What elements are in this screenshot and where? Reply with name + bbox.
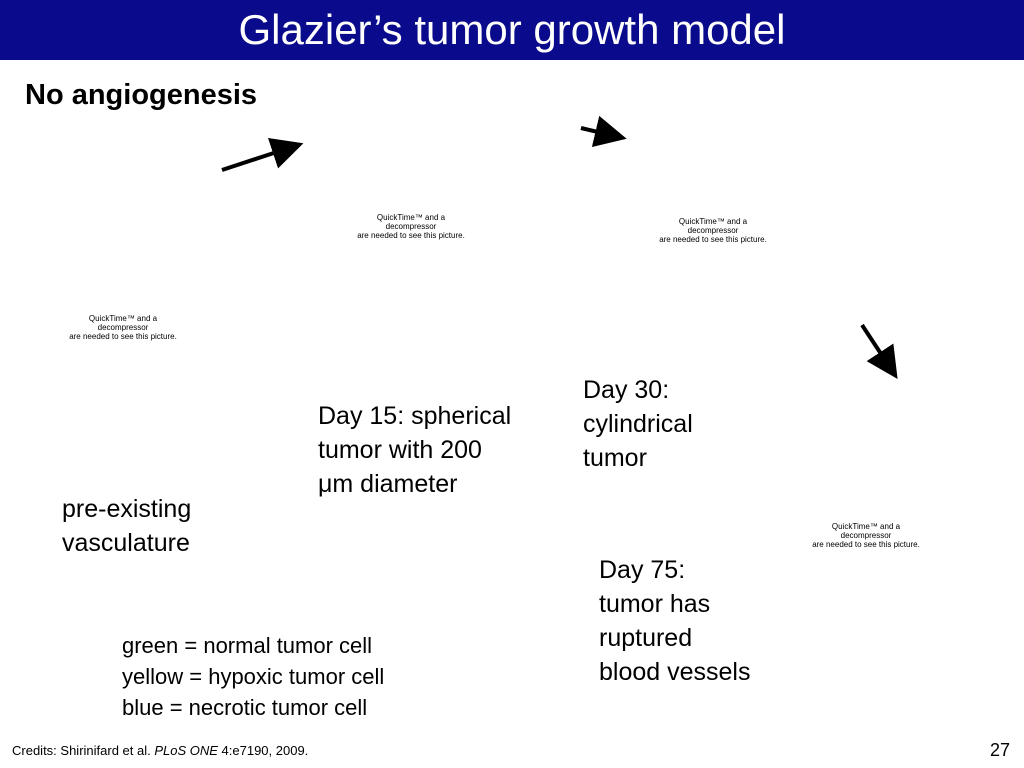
label-line: Day 75:	[599, 556, 686, 584]
arrow-2	[580, 115, 627, 147]
legend-item-yellow: yellow = hypoxic tumor cell	[122, 664, 385, 689]
credits-suffix: 4:e7190, 2009.	[217, 743, 309, 758]
placeholder-line: are needed to see this picture.	[659, 235, 767, 244]
slide-title: Glazier’s tumor growth model	[238, 6, 786, 53]
placeholder-line: QuickTime™ and a	[831, 522, 901, 531]
placeholder-line: decompressor	[385, 222, 437, 231]
image-placeholder-vasculature: QuickTime™ and a decompressor are needed…	[62, 314, 184, 341]
placeholder-line: decompressor	[687, 226, 739, 235]
image-placeholder-day30: QuickTime™ and a decompressor are needed…	[652, 217, 774, 244]
placeholder-line: decompressor	[97, 323, 149, 332]
label-line: Day 15: spherical	[318, 402, 512, 430]
placeholder-line: are needed to see this picture.	[812, 540, 920, 549]
label-line: pre-existing	[62, 495, 192, 523]
label-day15: Day 15: spherical tumor with 200 μm diam…	[318, 399, 511, 501]
title-bar	[0, 0, 1024, 60]
page-number: 27	[990, 740, 1011, 760]
placeholder-line: QuickTime™ and a	[88, 314, 158, 323]
label-line: tumor	[583, 444, 647, 472]
placeholder-line: are needed to see this picture.	[69, 332, 177, 341]
label-line: tumor with 200	[318, 436, 482, 464]
credits: Credits: Shirinifard et al. PLoS ONE 4:e…	[12, 743, 308, 758]
label-line: cylindrical	[583, 410, 693, 438]
label-day30: Day 30: cylindrical tumor	[583, 373, 693, 475]
placeholder-line: are needed to see this picture.	[357, 231, 465, 240]
placeholder-line: QuickTime™ and a	[678, 217, 748, 226]
image-placeholder-day75: QuickTime™ and a decompressor are needed…	[805, 522, 927, 549]
label-line: blood vessels	[599, 658, 751, 686]
slide-subtitle: No angiogenesis	[25, 79, 258, 111]
credits-journal: PLoS ONE	[154, 743, 218, 758]
placeholder-line: QuickTime™ and a	[376, 213, 446, 222]
color-legend: green = normal tumor cell yellow = hypox…	[122, 630, 384, 723]
label-line: μm diameter	[318, 470, 458, 498]
label-line: vasculature	[62, 529, 190, 557]
arrow-1	[221, 138, 304, 172]
image-placeholder-day15: QuickTime™ and a decompressor are needed…	[350, 213, 472, 240]
legend-item-blue: blue = necrotic tumor cell	[122, 695, 368, 720]
label-day75: Day 75: tumor has ruptured blood vessels	[599, 553, 750, 689]
label-line: ruptured	[599, 624, 693, 652]
placeholder-line: decompressor	[840, 531, 892, 540]
legend-item-green: green = normal tumor cell	[122, 633, 373, 658]
label-pre-existing: pre-existing vasculature	[62, 492, 191, 560]
credits-prefix: Credits: Shirinifard et al.	[12, 743, 155, 758]
label-line: tumor has	[599, 590, 711, 618]
arrow-3	[860, 323, 898, 380]
label-line: Day 30:	[583, 376, 670, 404]
